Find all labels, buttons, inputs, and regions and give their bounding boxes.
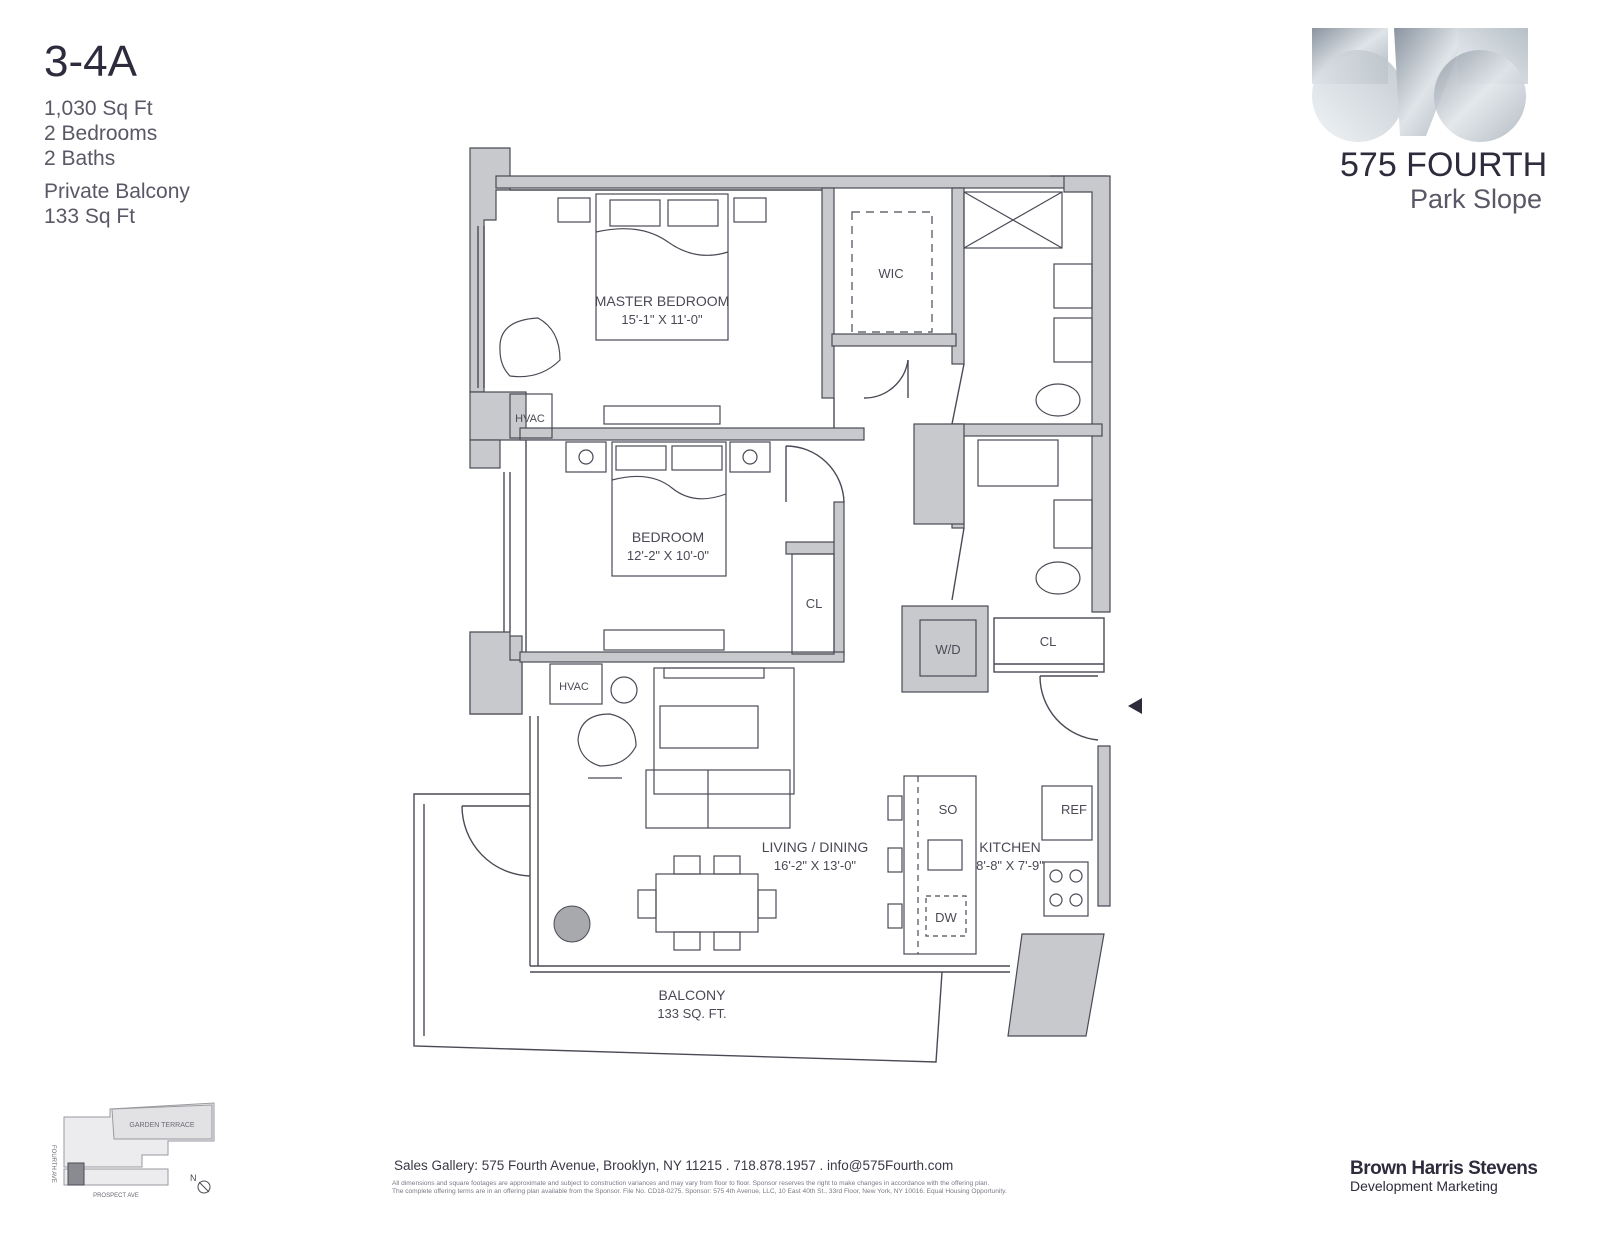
disclaimer-1: All dimensions and square footages are a… (392, 1180, 990, 1187)
balcony-area: 133 Sq Ft (44, 205, 136, 228)
hvac-1-label: HVAC (515, 413, 545, 425)
north-arrow-icon (197, 1180, 211, 1194)
balcony-area-label: 133 SQ. FT. (657, 1006, 726, 1021)
walls (469, 147, 1111, 1037)
key-plan: GARDEN TERRACE FOURTH AVE PROSPECT AVE N (50, 1102, 215, 1199)
wic-label: WIC (878, 266, 903, 281)
contact-line: Sales Gallery: 575 Fourth Avenue, Brookl… (394, 1158, 954, 1173)
bedroom-dims: 12'-2" X 10'-0" (627, 548, 710, 563)
refrigerator-label: REF (1061, 802, 1087, 817)
living-dining-label: LIVING / DINING (762, 839, 869, 855)
stove-oven-label: SO (939, 802, 958, 817)
north-label: N (190, 1173, 197, 1183)
balcony-label: BALCONY (659, 987, 727, 1003)
unit-bedrooms: 2 Bedrooms (44, 122, 158, 145)
kitchen-label: KITCHEN (979, 839, 1040, 855)
closet-2-label: CL (1040, 634, 1057, 649)
room-labels: MASTER BEDROOM 15'-1" X 11'-0" WIC BEDRO… (515, 266, 1087, 1021)
disclaimer-2: The complete offering terms are in an of… (392, 1188, 1007, 1195)
master-bedroom-dims: 15'-1" X 11'-0" (621, 312, 703, 327)
broker-name: Brown Harris Stevens (1350, 1158, 1538, 1179)
washer-dryer-label: W/D (935, 642, 960, 657)
unit-baths: 2 Baths (44, 147, 116, 170)
key-fourth-ave: FOURTH AVE (50, 1145, 56, 1183)
dishwasher-label: DW (935, 910, 957, 925)
brand-neighborhood: Park Slope (1410, 184, 1543, 214)
broker-logo: Brown Harris Stevens Development Marketi… (1350, 1158, 1538, 1194)
unit-info: 3-4A 1,030 Sq Ft 2 Bedrooms 2 Baths Priv… (44, 40, 190, 229)
broker-division: Development Marketing (1350, 1178, 1498, 1194)
furniture (499, 191, 1093, 955)
unit-name: 3-4A (44, 37, 137, 86)
interior-lines (413, 189, 1105, 1063)
bedroom-label: BEDROOM (632, 529, 704, 545)
entry-arrow-icon (1128, 698, 1142, 714)
hvac-2-label: HVAC (559, 681, 589, 693)
brand-name: 575 FOURTH (1340, 146, 1548, 184)
plant (553, 905, 591, 943)
brand-logo (1312, 28, 1528, 142)
living-dining-dims: 16'-2" X 13'-0" (774, 858, 857, 873)
key-garden-terrace: GARDEN TERRACE (129, 1122, 195, 1129)
key-prospect-ave: PROSPECT AVE (93, 1193, 139, 1199)
closet-1-label: CL (806, 596, 823, 611)
unit-area: 1,030 Sq Ft (44, 97, 153, 120)
master-bedroom-label: MASTER BEDROOM (595, 293, 730, 309)
balcony-label: Private Balcony (44, 180, 190, 203)
kitchen-dims: 8'-8" X 7'-9" (976, 858, 1044, 873)
